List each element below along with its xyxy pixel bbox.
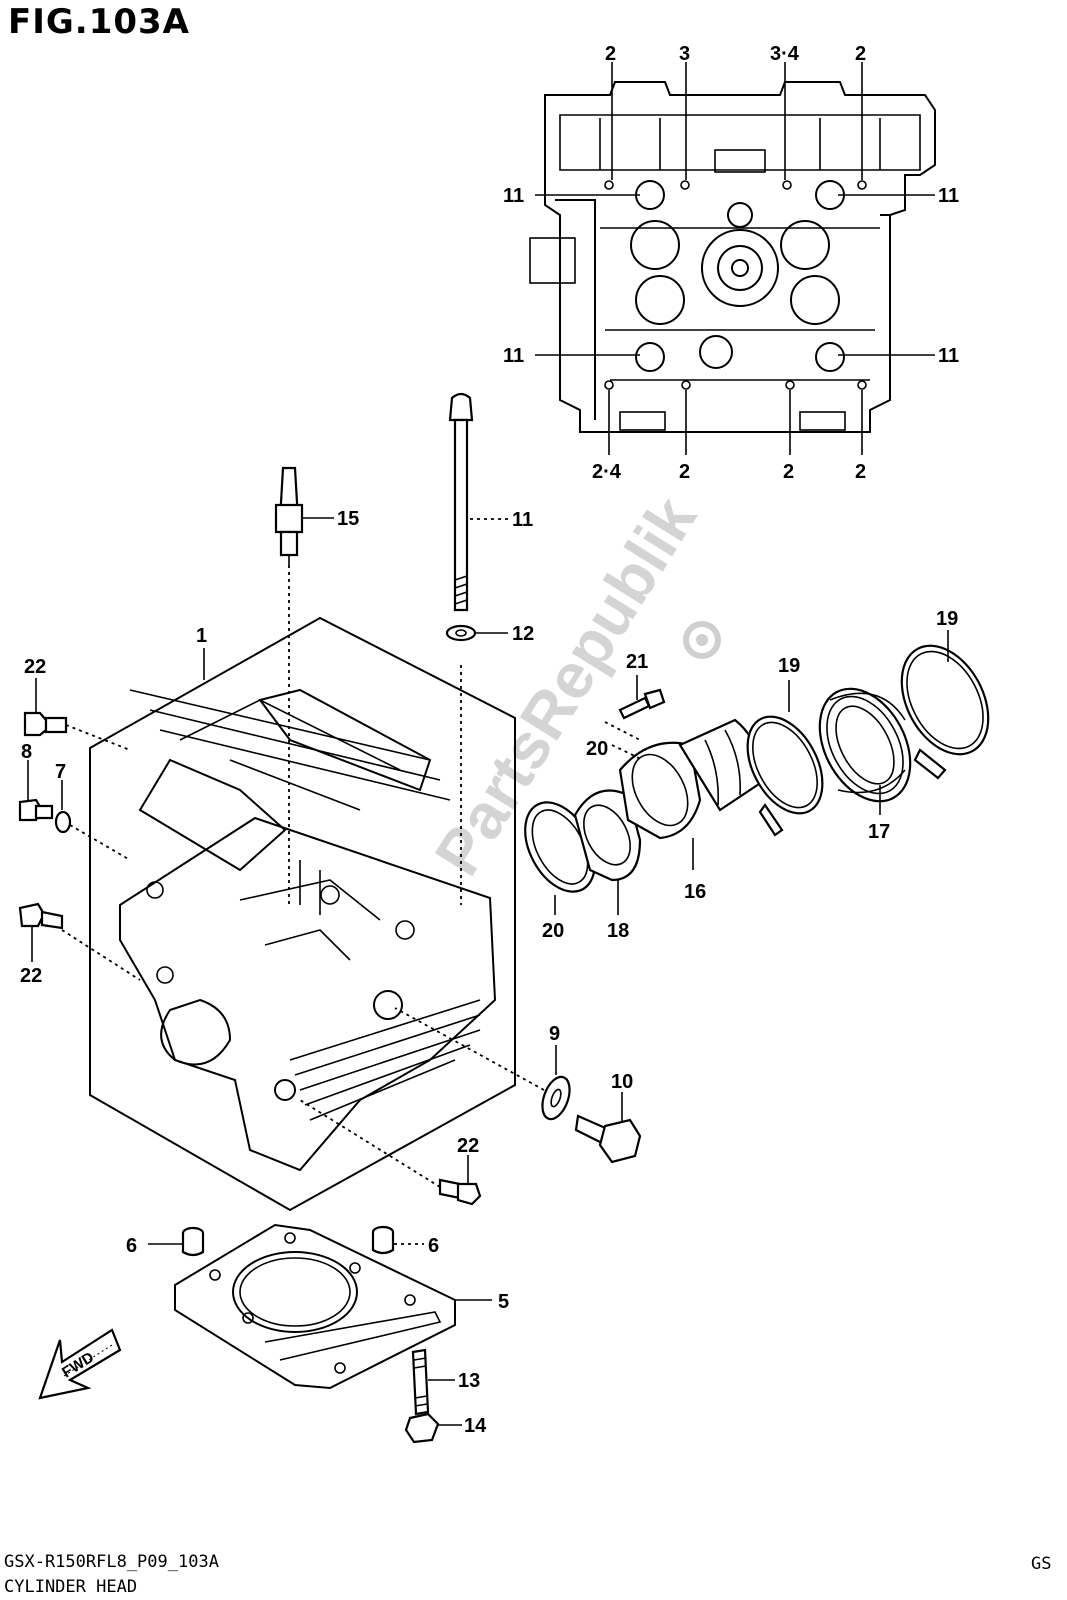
fwd-arrow-icon: FWD <box>38 1328 122 1400</box>
callout-labels: 1 2 2 2 2 2 2 2 2·4 3 3·4 5 6 6 7 8 9 10… <box>20 43 959 1437</box>
callout-2-bottom-b: 2 <box>783 461 794 483</box>
callout-7: 7 <box>55 761 66 783</box>
intake-pipe-16 <box>618 718 767 840</box>
intake-boot-17 <box>818 687 912 803</box>
top-view-leader-lines <box>535 62 935 455</box>
dowel-pin-right <box>371 1225 395 1255</box>
callout-8: 8 <box>21 741 32 763</box>
callout-18: 18 <box>607 920 629 942</box>
callout-2-4: 2·4 <box>592 461 622 483</box>
dowel-pin-left <box>181 1226 205 1257</box>
clamp-19-right <box>900 644 990 780</box>
callout-20-left: 20 <box>542 920 564 942</box>
bolt-22-bottom <box>438 1178 482 1206</box>
region-code: GS <box>1031 1554 1052 1574</box>
cylinder-head-top-view <box>529 81 936 433</box>
cylinder-head-body <box>119 688 497 1172</box>
callout-11-mid-left: 11 <box>503 345 524 367</box>
figure-title: FIG.103A <box>8 2 190 42</box>
callout-11-bolt: 11 <box>512 509 533 531</box>
callout-1: 1 <box>196 625 207 647</box>
leader-22-bottom-to-head <box>299 1099 441 1188</box>
callout-17: 17 <box>868 821 890 843</box>
callout-20-right: 20 <box>586 738 608 760</box>
callout-3: 3 <box>679 43 690 65</box>
leader-20-right <box>611 744 644 761</box>
gasket-7 <box>54 810 72 834</box>
washer-12 <box>445 624 477 642</box>
callout-11-top-right: 11 <box>938 185 959 207</box>
callout-5: 5 <box>498 1291 509 1313</box>
leader-washer-to-head <box>394 1007 545 1091</box>
callout-2-top-b: 2 <box>855 43 866 65</box>
leader-22-upper-to-head <box>65 724 131 751</box>
cylinder-head-bolt <box>448 392 474 612</box>
watermark-gear-icon <box>683 621 721 659</box>
callout-11-mid-right: 11 <box>938 345 959 367</box>
callout-2-top-a: 2 <box>605 43 616 65</box>
callout-3-4: 3·4 <box>770 43 800 65</box>
callout-2-bottom-c: 2 <box>855 461 866 483</box>
bolt-22-upper <box>23 711 68 737</box>
section-name: CYLINDER HEAD <box>4 1577 138 1597</box>
callout-6-left: 6 <box>126 1235 137 1257</box>
callout-16: 16 <box>684 881 706 903</box>
plug-8 <box>18 798 54 822</box>
callout-19-right: 19 <box>936 608 958 630</box>
callout-21: 21 <box>626 651 648 673</box>
nut-14 <box>404 1412 440 1444</box>
leader-8-to-head <box>69 824 131 861</box>
leader-21-to-pipe <box>604 721 641 741</box>
callout-2-bottom-a: 2 <box>679 461 690 483</box>
callout-12: 12 <box>512 623 534 645</box>
callout-10: 10 <box>611 1071 633 1093</box>
callout-9: 9 <box>549 1023 560 1045</box>
cylinder-head-box <box>89 616 516 1212</box>
insulator-18 <box>573 789 642 882</box>
callout-15: 15 <box>337 508 359 530</box>
callout-22-upper: 22 <box>24 656 46 678</box>
callout-22-bottom: 22 <box>457 1135 479 1157</box>
callout-13: 13 <box>458 1370 480 1392</box>
bolt-10 <box>574 1114 642 1164</box>
callout-6-right: 6 <box>428 1235 439 1257</box>
bolt-22-left <box>18 902 64 930</box>
clamp-19-left <box>746 715 824 837</box>
washer-9 <box>541 1075 571 1121</box>
model-code: GSX-R150RFL8_P09_103A <box>4 1552 219 1572</box>
leader-22-left-to-head <box>61 929 141 981</box>
callout-19-left: 19 <box>778 655 800 677</box>
spark-plug <box>274 466 304 565</box>
screw-21 <box>618 688 666 720</box>
head-gasket <box>174 1223 456 1390</box>
callout-11-top-left: 11 <box>503 185 524 207</box>
callout-14: 14 <box>464 1415 487 1437</box>
callout-22-left: 22 <box>20 965 42 987</box>
stud-13 <box>411 1348 430 1416</box>
